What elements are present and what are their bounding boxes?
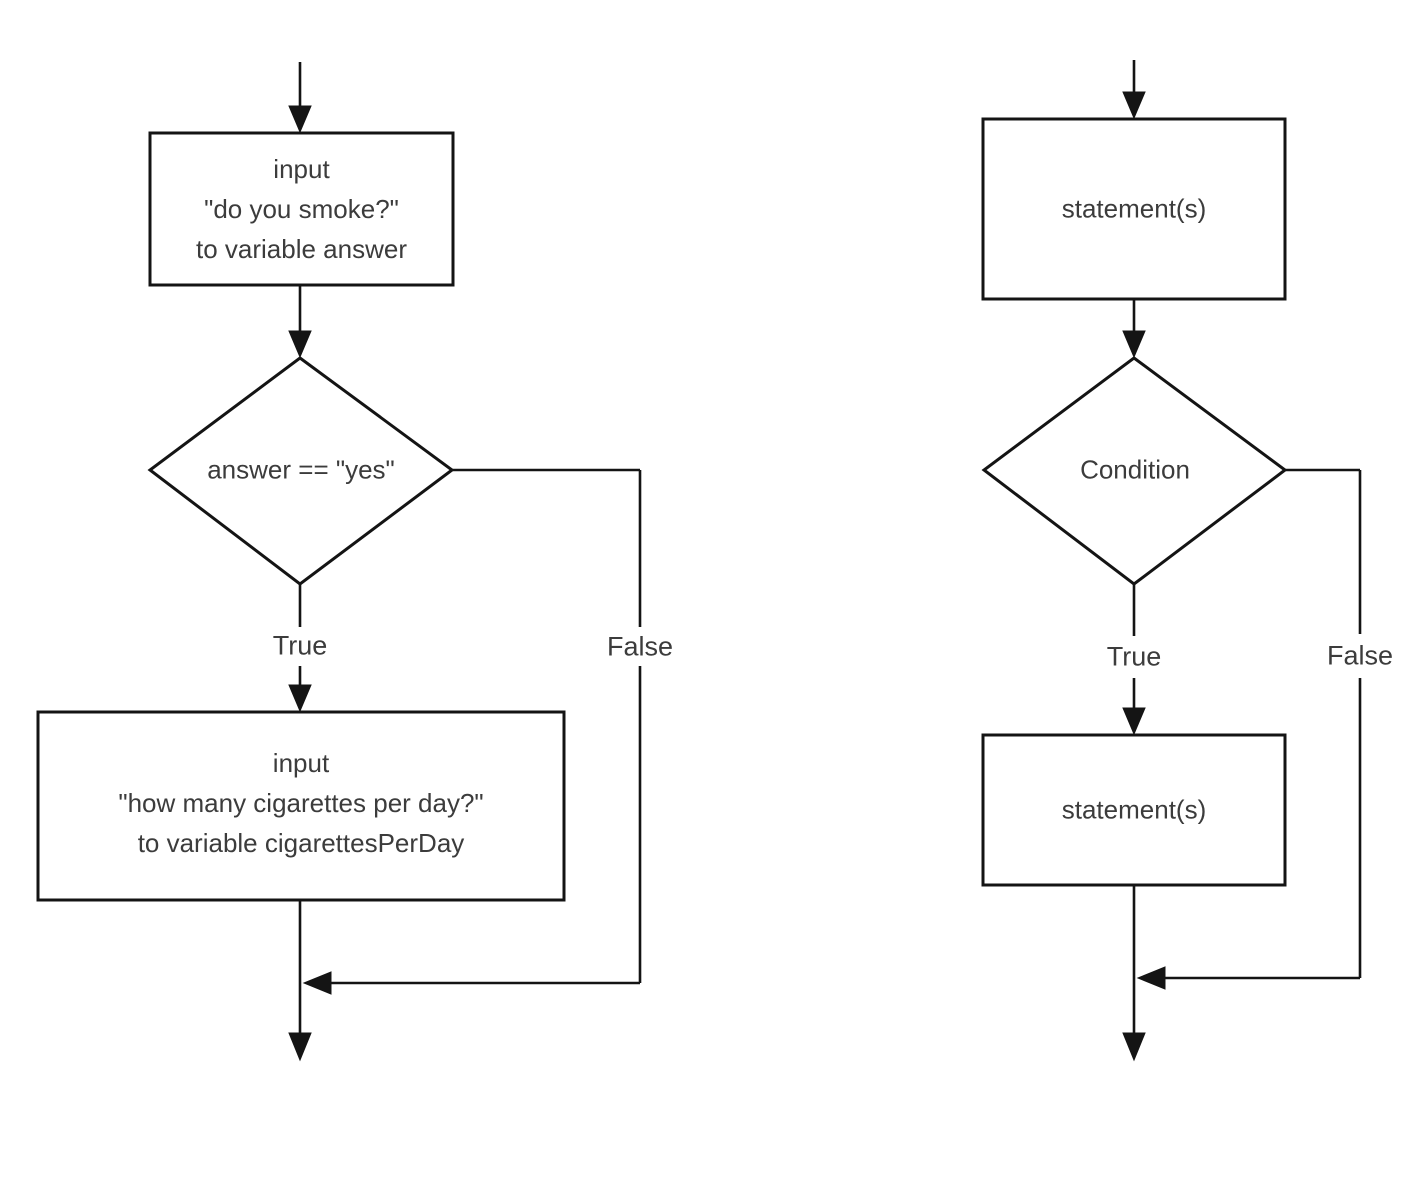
right-true-branch-label: True [1103,641,1165,673]
left-start-box-line-2: "do you smoke?" [204,194,399,224]
left-true-box-line-2: "how many cigarettes per day?" [118,788,484,818]
right-entry-arrowhead-down-icon [1122,91,1146,120]
left-decision-arrowhead-down-icon [288,330,312,359]
left-merge-arrowhead-left-icon [302,971,332,995]
right-decision-arrowhead-down-icon [1122,330,1146,359]
left-start-box-line-3: to variable answer [196,234,407,264]
left-start-box-text: input "do you smoke?" to variable answer [152,135,451,283]
right-start-box-shape [981,117,1287,301]
right-merge-arrowhead-left-icon [1136,966,1166,990]
left-start-box-shape [148,131,455,287]
right-true-arrowhead-down-icon [1122,707,1146,736]
right-exit-arrowhead-down-icon [1122,1032,1146,1062]
left-true-box-shape [36,710,566,902]
right-start-box-label: statement(s) [1057,193,1211,225]
left-true-arrowhead-down-icon [288,684,312,713]
left-true-box-line-3: to variable cigarettesPerDay [137,828,465,858]
right-decision-label: Condition [1076,454,1194,486]
left-true-box-text: input "how many cigarettes per day?" to … [40,714,562,892]
left-start-box-line-1: input [273,154,330,184]
right-true-box-label: statement(s) [1057,794,1211,826]
left-true-box-line-1: input [272,748,330,778]
right-false-branch-label: False [1323,640,1397,672]
left-false-branch-label: False [603,631,677,663]
left-exit-arrowhead-down-icon [288,1032,312,1062]
left-entry-arrowhead-down-icon [288,105,312,134]
left-true-branch-label: True [269,630,331,662]
left-decision-label: answer == "yes" [203,454,399,486]
